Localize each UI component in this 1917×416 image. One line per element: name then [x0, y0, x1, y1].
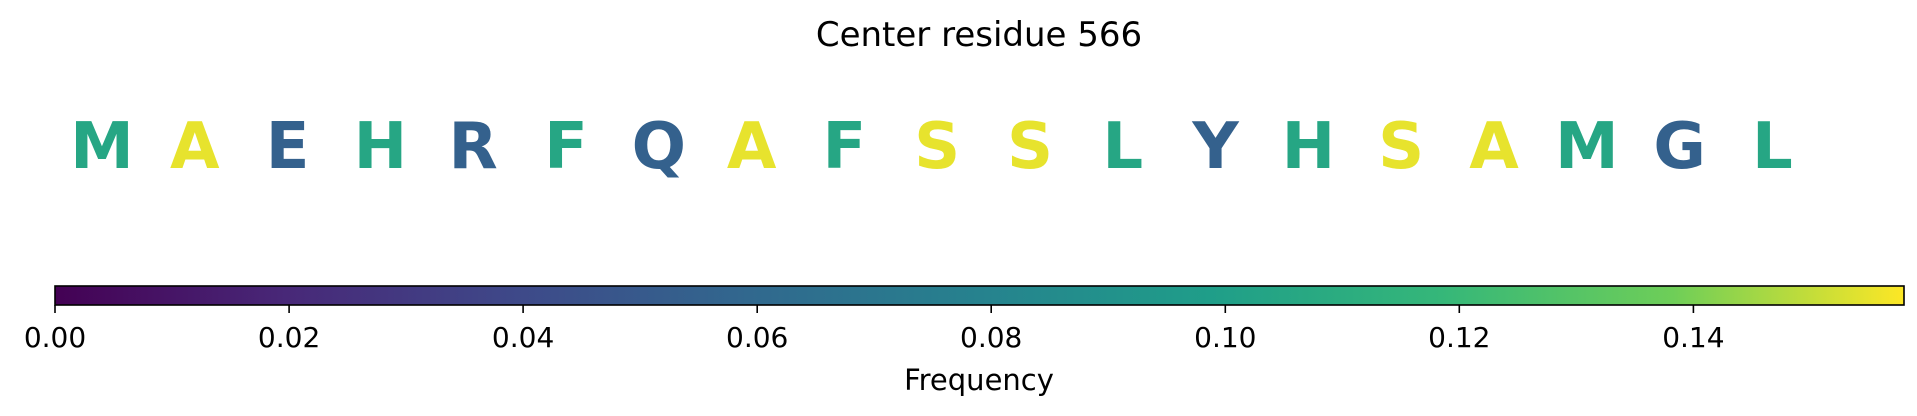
residue-letter: F	[544, 110, 588, 184]
colorbar	[54, 285, 1905, 306]
residue-letter: S	[1378, 110, 1424, 184]
chart-title: Center residue 566	[816, 15, 1142, 55]
residue-letter: A	[727, 110, 777, 184]
residue-letter: Y	[1191, 110, 1239, 184]
residue-letter: H	[354, 110, 408, 184]
residue-letter: E	[266, 110, 310, 184]
colorbar-tick-label: 0.06	[726, 321, 788, 354]
residue-letter: M	[70, 110, 134, 184]
residue-letter: M	[1555, 110, 1619, 184]
colorbar-ticks: 0.00 0.02 0.04 0.06 0.08 0.10 0.12 0.14	[24, 305, 1725, 354]
colorbar-tick-label: 0.14	[1662, 321, 1724, 354]
residue-letter: S	[1007, 110, 1053, 184]
residue-letter: F	[823, 110, 867, 184]
residue-letter: R	[449, 110, 498, 184]
residue-letter: A	[170, 110, 220, 184]
colorbar-label: Frequency	[904, 363, 1054, 397]
colorbar-tick-label: 0.12	[1428, 321, 1490, 354]
colorbar-tick-label: 0.10	[1194, 321, 1256, 354]
colorbar-tick-label: 0.04	[492, 321, 554, 354]
residue-letter: G	[1653, 110, 1706, 184]
colorbar-tick-label: 0.00	[24, 321, 86, 354]
residue-letter: A	[1469, 110, 1519, 184]
residue-letter: L	[1752, 110, 1793, 184]
colorbar-tick-label: 0.02	[258, 321, 320, 354]
residue-letter: L	[1102, 110, 1143, 184]
residue-letter: S	[914, 110, 960, 184]
residue-letter: H	[1282, 110, 1336, 184]
colorbar-tick-label: 0.08	[960, 321, 1022, 354]
residue-letter: Q	[632, 110, 686, 184]
